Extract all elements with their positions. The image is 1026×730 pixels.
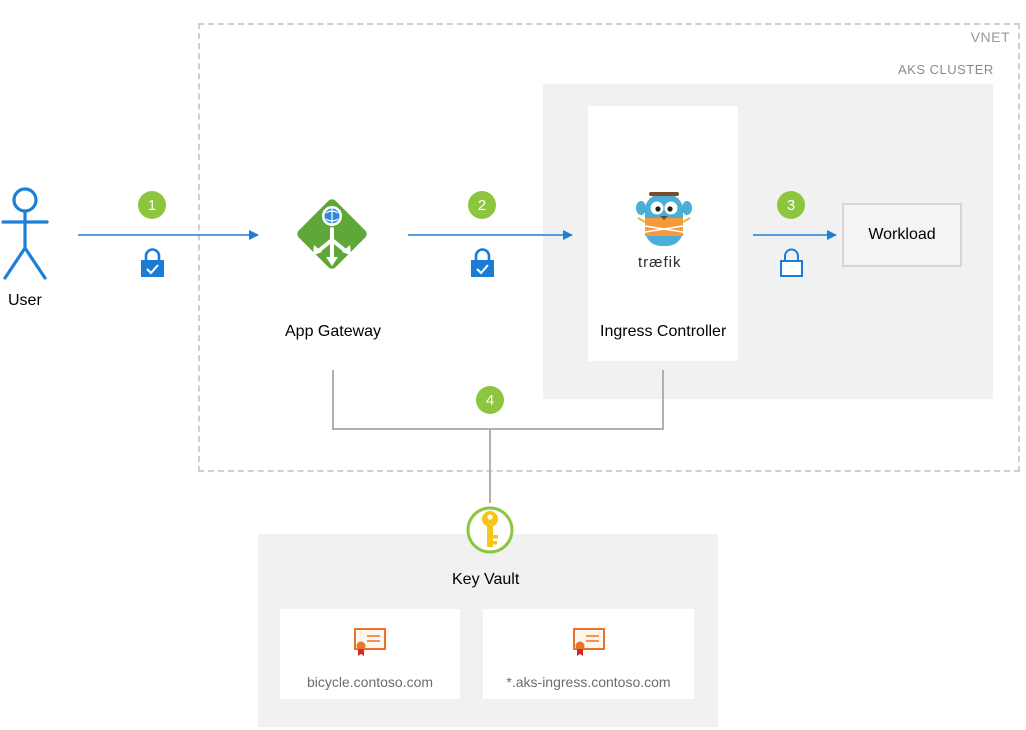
step-badge-3: 3 [777,191,805,219]
lock-check-icon [471,248,494,277]
key-icon [466,506,514,554]
lock-check-icon [141,248,164,277]
traefik-logo-icon [636,192,692,246]
lock-icon [780,248,803,277]
step-badge-1: 1 [138,191,166,219]
user-label: User [8,292,42,309]
certificate-name: *.aks-ingress.contoso.com [506,674,671,690]
certificate-name: bicycle.contoso.com [306,674,434,690]
ingress-controller-label: Ingress Controller [600,323,727,340]
vnet-label: VNET [970,29,1010,45]
traefik-wordmark: træfik [638,254,682,271]
app-gateway-label: App Gateway [285,323,382,340]
user-icon [1,187,49,280]
certificate-card-bicycle: bicycle.contoso.com [280,609,460,699]
key-vault-connector [332,370,664,503]
certificate-card-wildcard: *.aks-ingress.contoso.com [483,609,694,699]
workload-label: Workload [868,226,936,243]
certificate-icon [354,628,386,656]
app-gateway-icon [297,199,367,269]
aks-cluster-label: AKS CLUSTER [898,62,994,77]
step-badge-2: 2 [468,191,496,219]
workload-box: Workload [842,203,962,267]
step-badge-4: 4 [476,386,504,414]
key-vault-label: Key Vault [452,571,520,588]
certificate-icon [573,628,605,656]
vnet-boundary: VNET [198,23,1020,472]
